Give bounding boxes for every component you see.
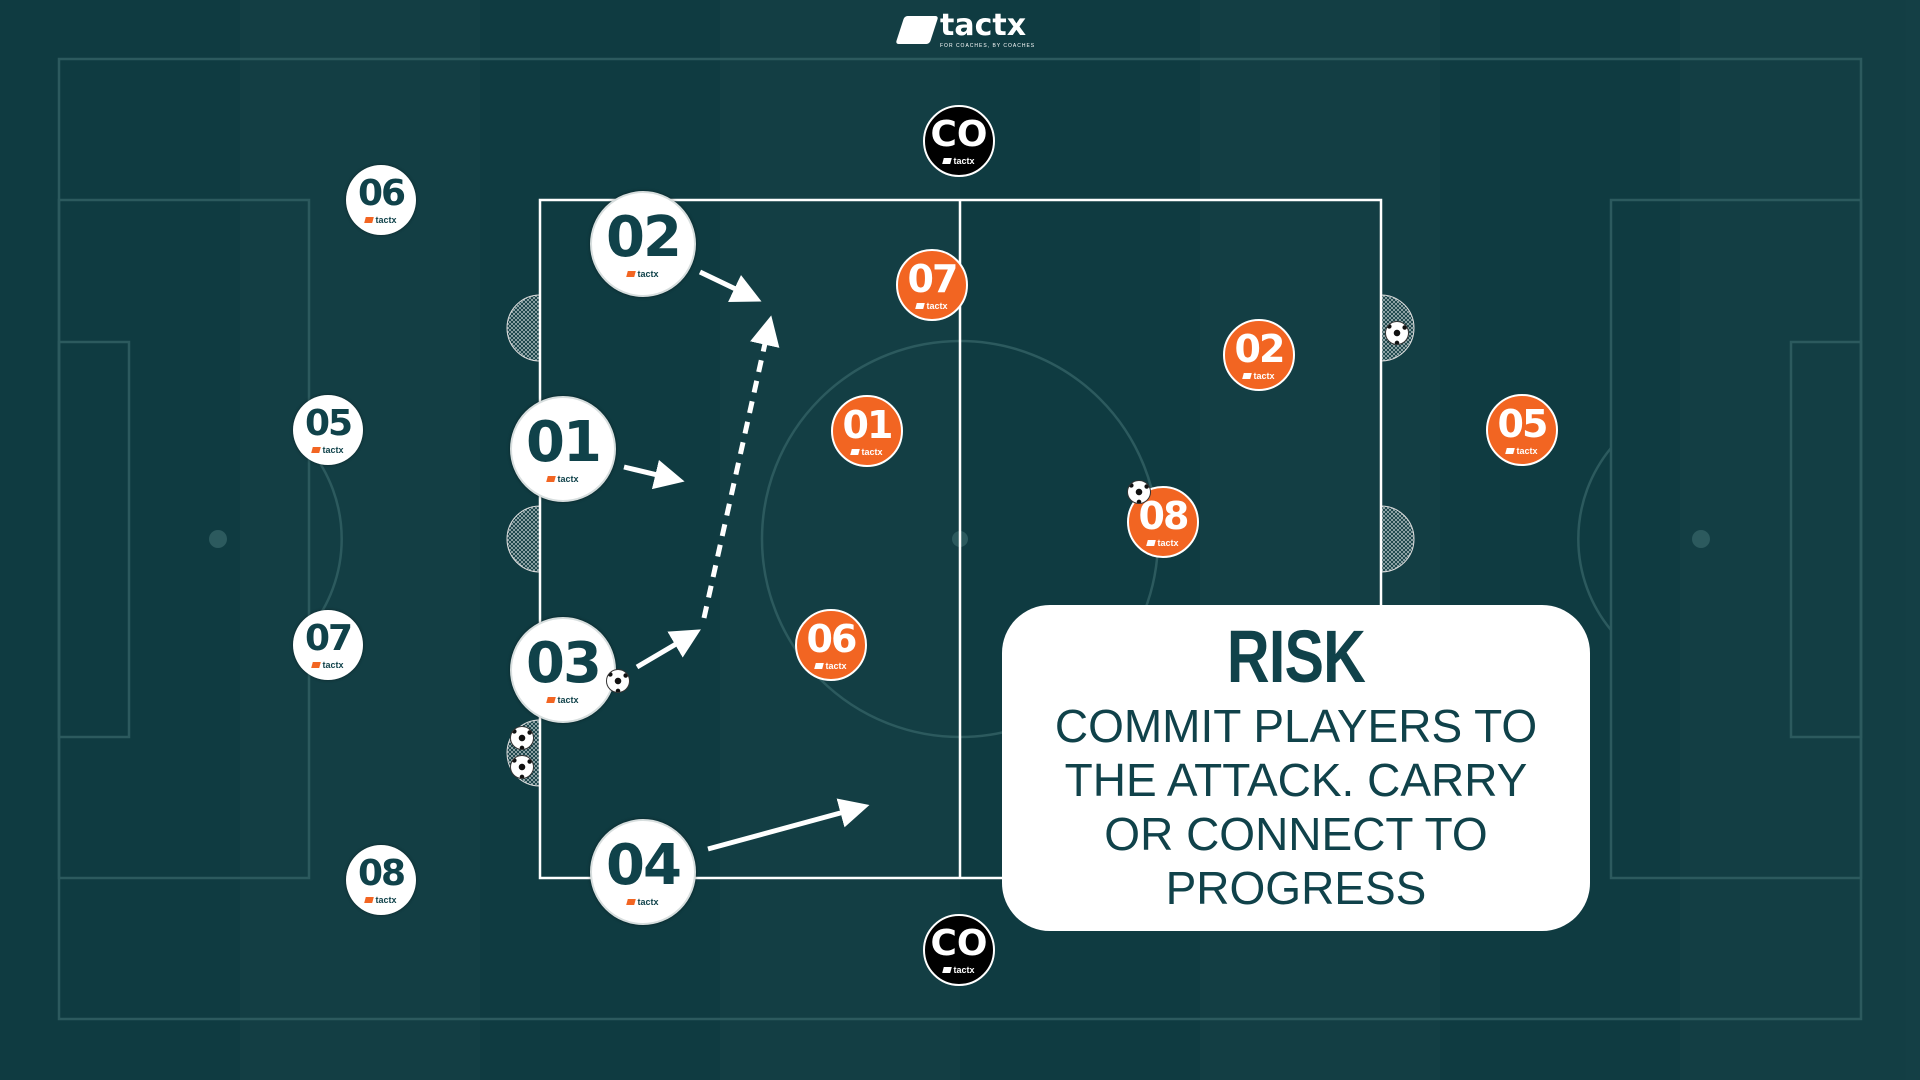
player-number: 05 — [304, 402, 353, 444]
token-brand: tactx — [815, 661, 846, 671]
token-brand: tactx — [365, 215, 396, 225]
info-line: COMMIT PLAYERS TO — [1054, 700, 1538, 752]
tactx-logo-icon — [895, 15, 939, 44]
ball-icon[interactable] — [606, 669, 630, 693]
token-brand: tactx — [1147, 538, 1178, 548]
info-line: OR CONNECT TO — [1104, 808, 1488, 860]
token-brand: tactx — [943, 156, 974, 166]
movement-arrows — [623, 269, 870, 852]
info-line: THE ATTACK. CARRY — [1064, 754, 1528, 806]
player-number: 06 — [357, 172, 406, 214]
info-box-title: RISK — [1226, 615, 1366, 698]
info-box: RISK COMMIT PLAYERS TO THE ATTACK. CARRY… — [1002, 605, 1590, 931]
ball-icon[interactable] — [1385, 321, 1409, 345]
token-brand: tactx — [547, 695, 578, 705]
player-number: 02 — [1234, 326, 1286, 371]
player-number: 08 — [357, 852, 406, 894]
ball-icon[interactable] — [510, 726, 534, 750]
token-brand: tactx — [851, 447, 882, 457]
coach-label: CO — [930, 113, 988, 155]
player-number: 05 — [1497, 401, 1549, 446]
token-brand: tactx — [312, 445, 343, 455]
token-brand: tactx — [1506, 446, 1537, 456]
ball-icon[interactable] — [510, 755, 534, 779]
player-number: 01 — [842, 402, 894, 447]
player-number: 08 — [1138, 493, 1190, 538]
player-number: 06 — [806, 616, 858, 661]
coach-label: CO — [930, 922, 988, 964]
info-line: PROGRESS — [1165, 862, 1427, 914]
player-number: 04 — [606, 832, 682, 898]
info-box-body: COMMIT PLAYERS TO THE ATTACK. CARRY OR C… — [1002, 699, 1590, 915]
token-brand: tactx — [1243, 371, 1274, 381]
token-brand: tactx — [312, 660, 343, 670]
player-number: 07 — [907, 256, 959, 301]
token-brand: tactx — [365, 895, 396, 905]
player-number: 07 — [304, 617, 353, 659]
player-number: 01 — [526, 409, 602, 475]
player-number: 03 — [526, 630, 602, 696]
logo-text: tactx — [940, 8, 1027, 43]
token-brand: tactx — [547, 474, 578, 484]
token-brand: tactx — [627, 897, 658, 907]
tactx-logo: tactx FOR COACHES, BY COACHES — [895, 8, 1036, 49]
token-brand: tactx — [916, 301, 947, 311]
token-brand: tactx — [943, 965, 974, 975]
player-number: 02 — [606, 204, 682, 270]
ball-icon[interactable] — [1127, 480, 1151, 504]
token-brand: tactx — [627, 269, 658, 279]
logo-tagline: FOR COACHES, BY COACHES — [940, 43, 1036, 49]
playing-area — [538, 198, 1383, 880]
